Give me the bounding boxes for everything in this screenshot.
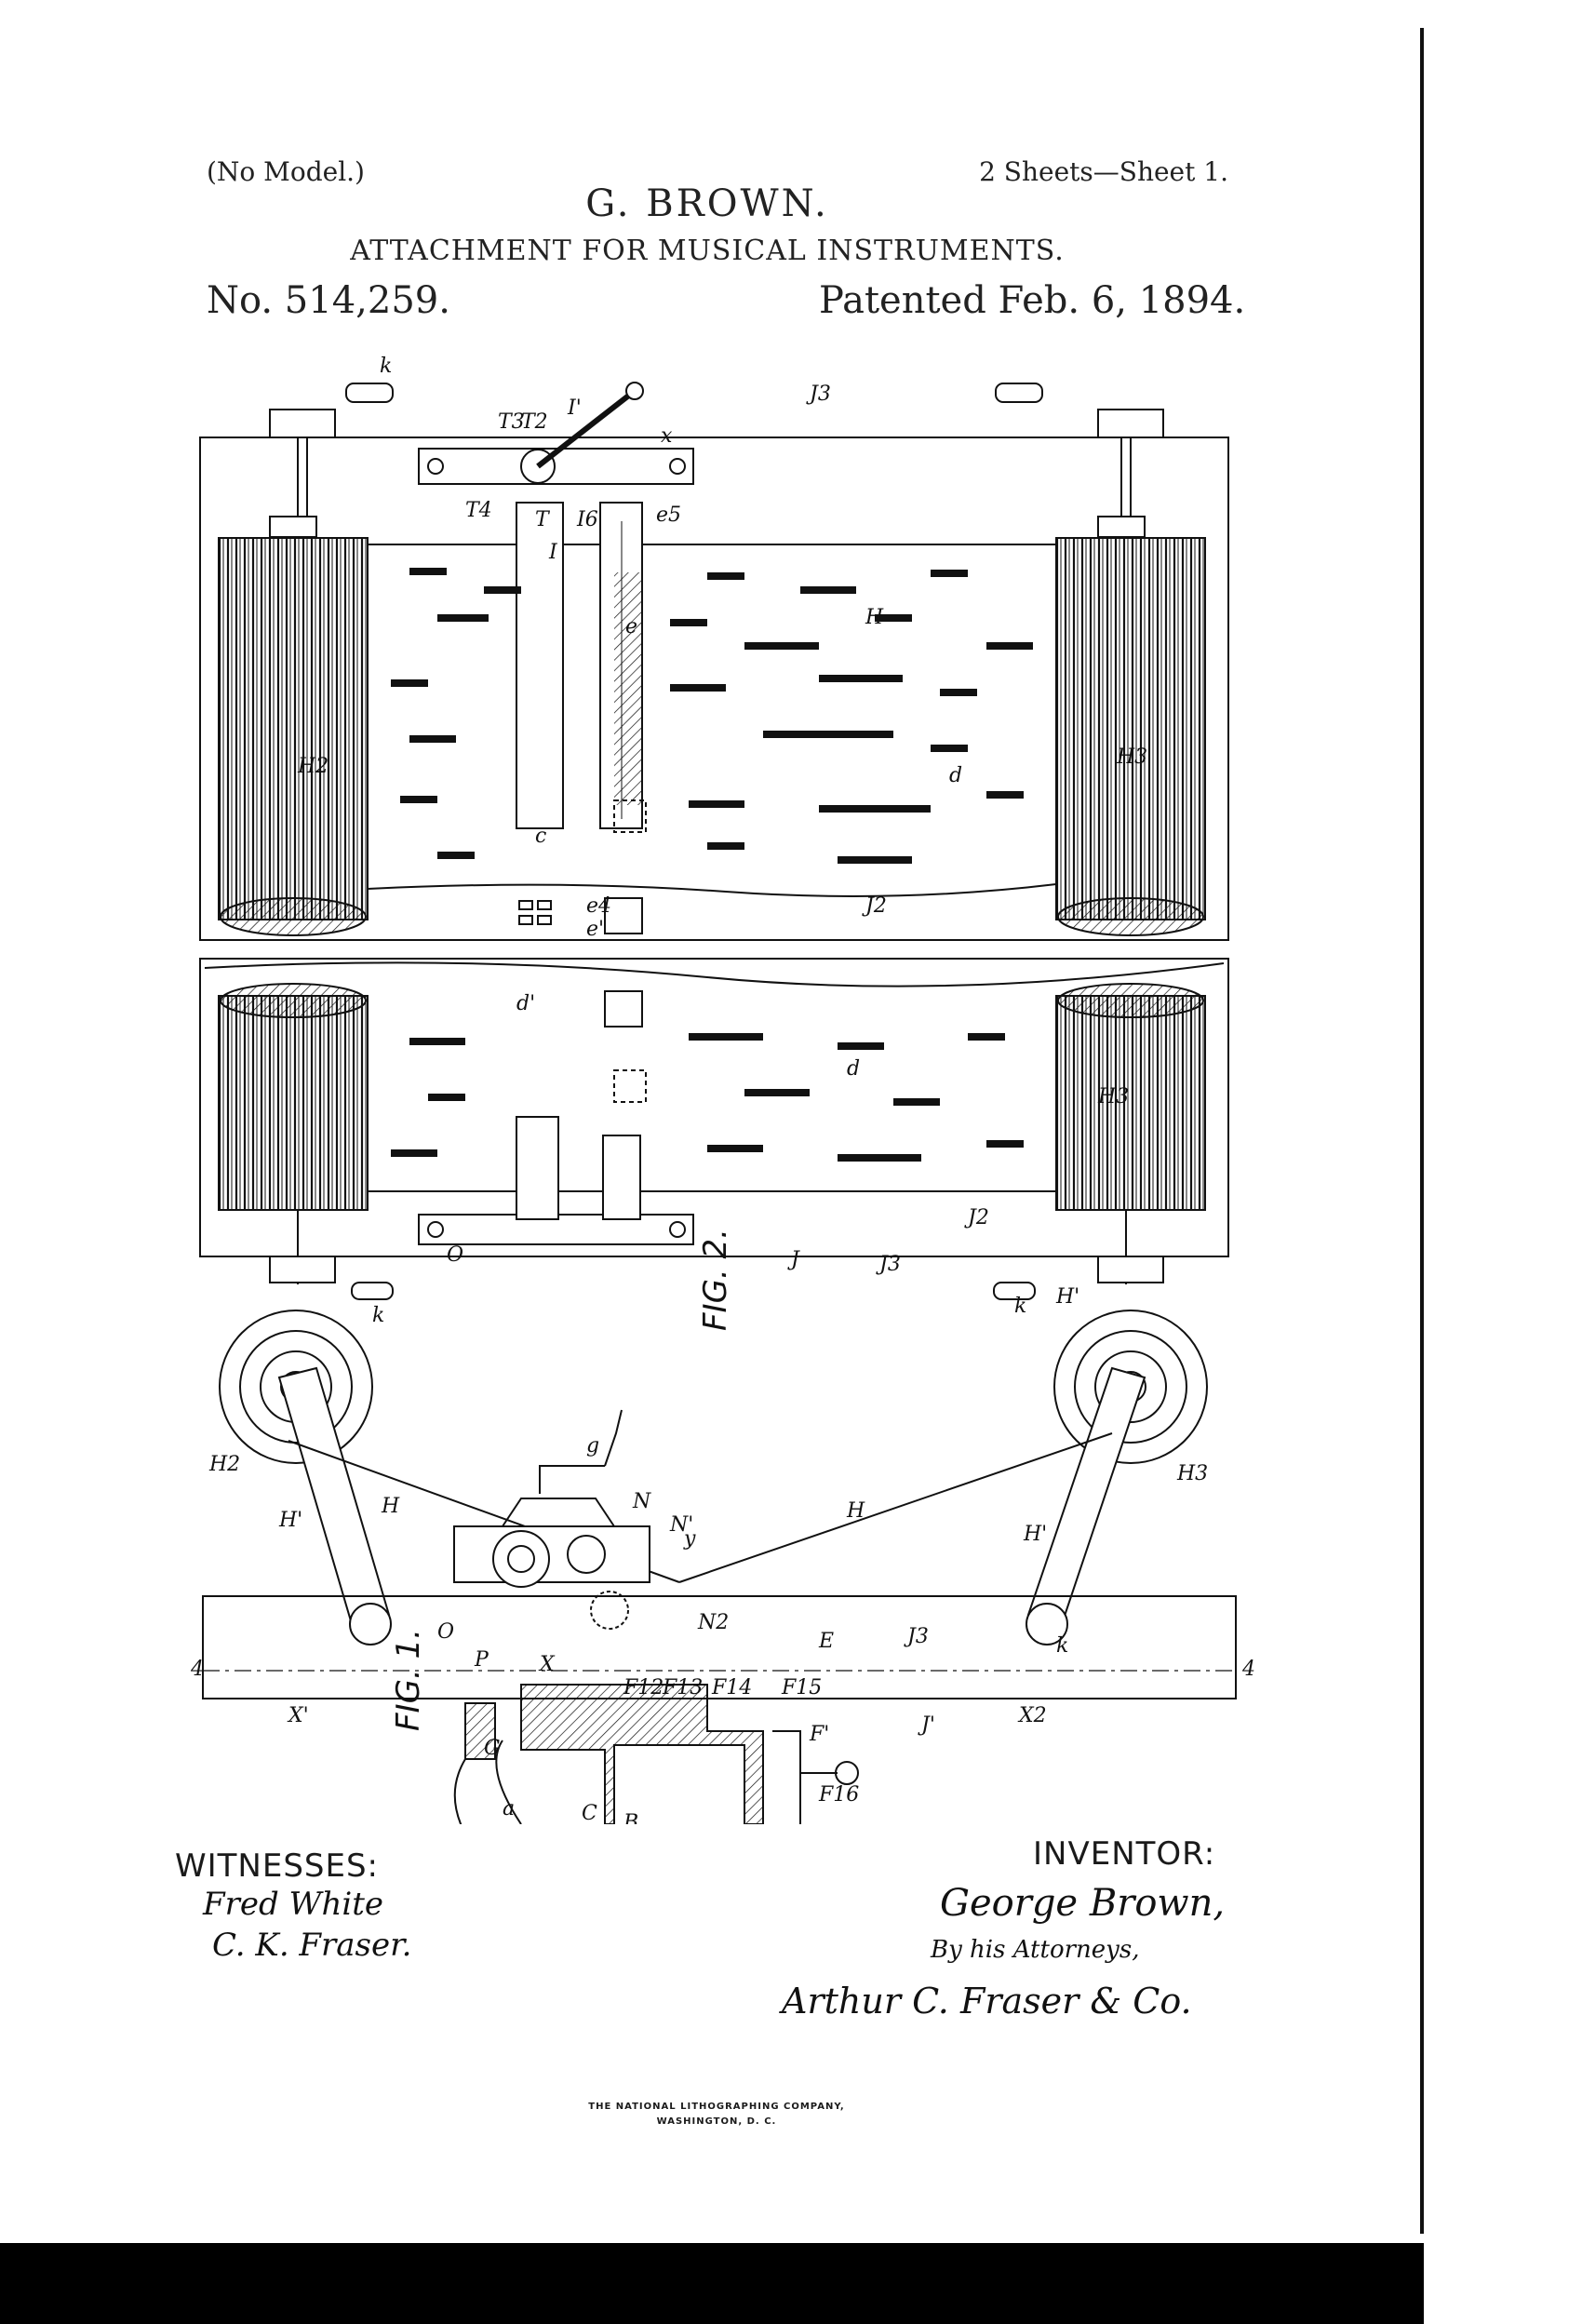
- label-H-upper: H: [865, 606, 884, 629]
- printer-line-2: WASHINGTON, D. C.: [656, 2116, 777, 2127]
- label-J2-upper: J2: [862, 894, 887, 918]
- label-e1: e': [586, 918, 604, 941]
- fig1-label: FIG. 1.: [390, 1629, 427, 1731]
- label-G: G: [484, 1737, 501, 1760]
- label-F12: F12: [623, 1676, 664, 1699]
- label-k-bottom-right: k: [1014, 1295, 1026, 1318]
- label-I1: I': [567, 396, 582, 420]
- label-H: H: [381, 1495, 400, 1518]
- label-X1: X': [287, 1704, 309, 1727]
- label-k-bottom-left: k: [372, 1304, 384, 1327]
- label-O-fig1: O: [437, 1620, 454, 1644]
- printer-line-1: THE NATIONAL LITHOGRAPHING COMPANY,: [588, 2102, 845, 2112]
- witness-signature-1: Fred White: [203, 1886, 384, 1923]
- sheets-label: 2 Sheets—Sheet 1.: [979, 156, 1228, 187]
- inventor-signature: George Brown,: [940, 1882, 1226, 1925]
- label-N2: N2: [697, 1611, 729, 1634]
- fig1-side-view: [202, 1310, 1237, 1824]
- inventor-label: INVENTOR:: [1033, 1835, 1216, 1873]
- label-e5: e5: [656, 504, 681, 527]
- inventor-name: G. BROWN.: [585, 182, 829, 225]
- label-X2: X2: [1017, 1704, 1047, 1727]
- perforations: [391, 568, 1033, 1162]
- label-I6: I6: [576, 508, 598, 531]
- patent-title: ATTACHMENT FOR MUSICAL INSTRUMENTS.: [350, 235, 1065, 267]
- label-a-upper: a: [503, 1797, 515, 1820]
- label-F14: F14: [711, 1676, 752, 1699]
- attorneys-signature: Arthur C. Fraser & Co.: [782, 1981, 1192, 2022]
- label-d-upper: d: [949, 764, 962, 787]
- label-J1: J': [918, 1713, 935, 1737]
- label-H3: H3: [1176, 1462, 1208, 1485]
- label-d1: d': [516, 992, 535, 1015]
- label-H2: H2: [208, 1453, 240, 1476]
- witnesses-label: WITNESSES:: [175, 1847, 380, 1885]
- witness-signature-2: C. K. Fraser.: [212, 1927, 412, 1964]
- label-T4: T4: [465, 499, 492, 522]
- label-X: X: [538, 1653, 556, 1676]
- label-e: e: [625, 615, 637, 638]
- scan-bottom-band: [0, 2243, 1424, 2324]
- label-C: C: [582, 1802, 597, 1824]
- label-e4: e4: [586, 894, 611, 918]
- label-x: x: [661, 424, 673, 448]
- label-k-fig1: k: [1056, 1634, 1068, 1658]
- label-y: y: [683, 1527, 696, 1551]
- label-P: P: [474, 1648, 489, 1672]
- label-J: J: [787, 1248, 800, 1271]
- label-N: N: [632, 1490, 651, 1513]
- label-N1: N': [669, 1513, 693, 1537]
- label-4-left: 4: [190, 1658, 204, 1681]
- label-g: g: [586, 1434, 599, 1458]
- scan-edge-rule: [1420, 28, 1424, 2234]
- label-F15: F15: [781, 1676, 822, 1699]
- label-H-right: H: [846, 1499, 865, 1523]
- label-I: I: [548, 541, 558, 564]
- patent-number: No. 514,259.: [207, 279, 450, 322]
- label-J3: J3: [806, 383, 831, 406]
- attorneys-byline: By his Attorneys,: [931, 1936, 1140, 1964]
- label-c: c: [535, 825, 546, 848]
- label-T: T: [535, 508, 551, 531]
- label-F16: F16: [818, 1783, 859, 1807]
- fig2-label: FIG. 2.: [697, 1229, 734, 1331]
- label-J2-lower: J2: [964, 1206, 989, 1229]
- fig-labels: FIG. 2. FIG. 1. k J3 T3 T2 I' x T4 T I6 …: [190, 355, 1255, 1824]
- label-H1-right: H': [1023, 1523, 1047, 1546]
- no-model-label: (No Model.): [207, 156, 365, 187]
- label-4-right: 4: [1241, 1658, 1255, 1681]
- label-k-top: k: [380, 355, 392, 378]
- label-H1-lower: H': [1055, 1285, 1079, 1309]
- label-J3-lower: J3: [876, 1253, 901, 1276]
- label-F13: F13: [662, 1676, 703, 1699]
- patent-date: Patented Feb. 6, 1894.: [819, 279, 1246, 322]
- patent-drawing: FIG. 2. FIG. 1. k J3 T3 T2 I' x T4 T I6 …: [190, 355, 1255, 1824]
- label-H3-upper: H3: [1116, 746, 1147, 769]
- label-E: E: [818, 1630, 834, 1653]
- label-H1: H': [278, 1509, 302, 1532]
- label-T2: T2: [521, 410, 548, 434]
- label-T3: T3: [498, 410, 525, 434]
- label-O: O: [447, 1243, 463, 1267]
- label-H2-upper: H2: [297, 755, 328, 778]
- fig2-lower-panel: [199, 958, 1229, 1300]
- label-B: B: [623, 1811, 638, 1824]
- label-F1: F': [809, 1723, 829, 1746]
- fig2-upper-panel: [199, 382, 1229, 941]
- label-d-lower: d: [847, 1057, 860, 1081]
- label-J3-fig1: J3: [904, 1625, 929, 1648]
- label-H3-lower: H3: [1097, 1085, 1129, 1108]
